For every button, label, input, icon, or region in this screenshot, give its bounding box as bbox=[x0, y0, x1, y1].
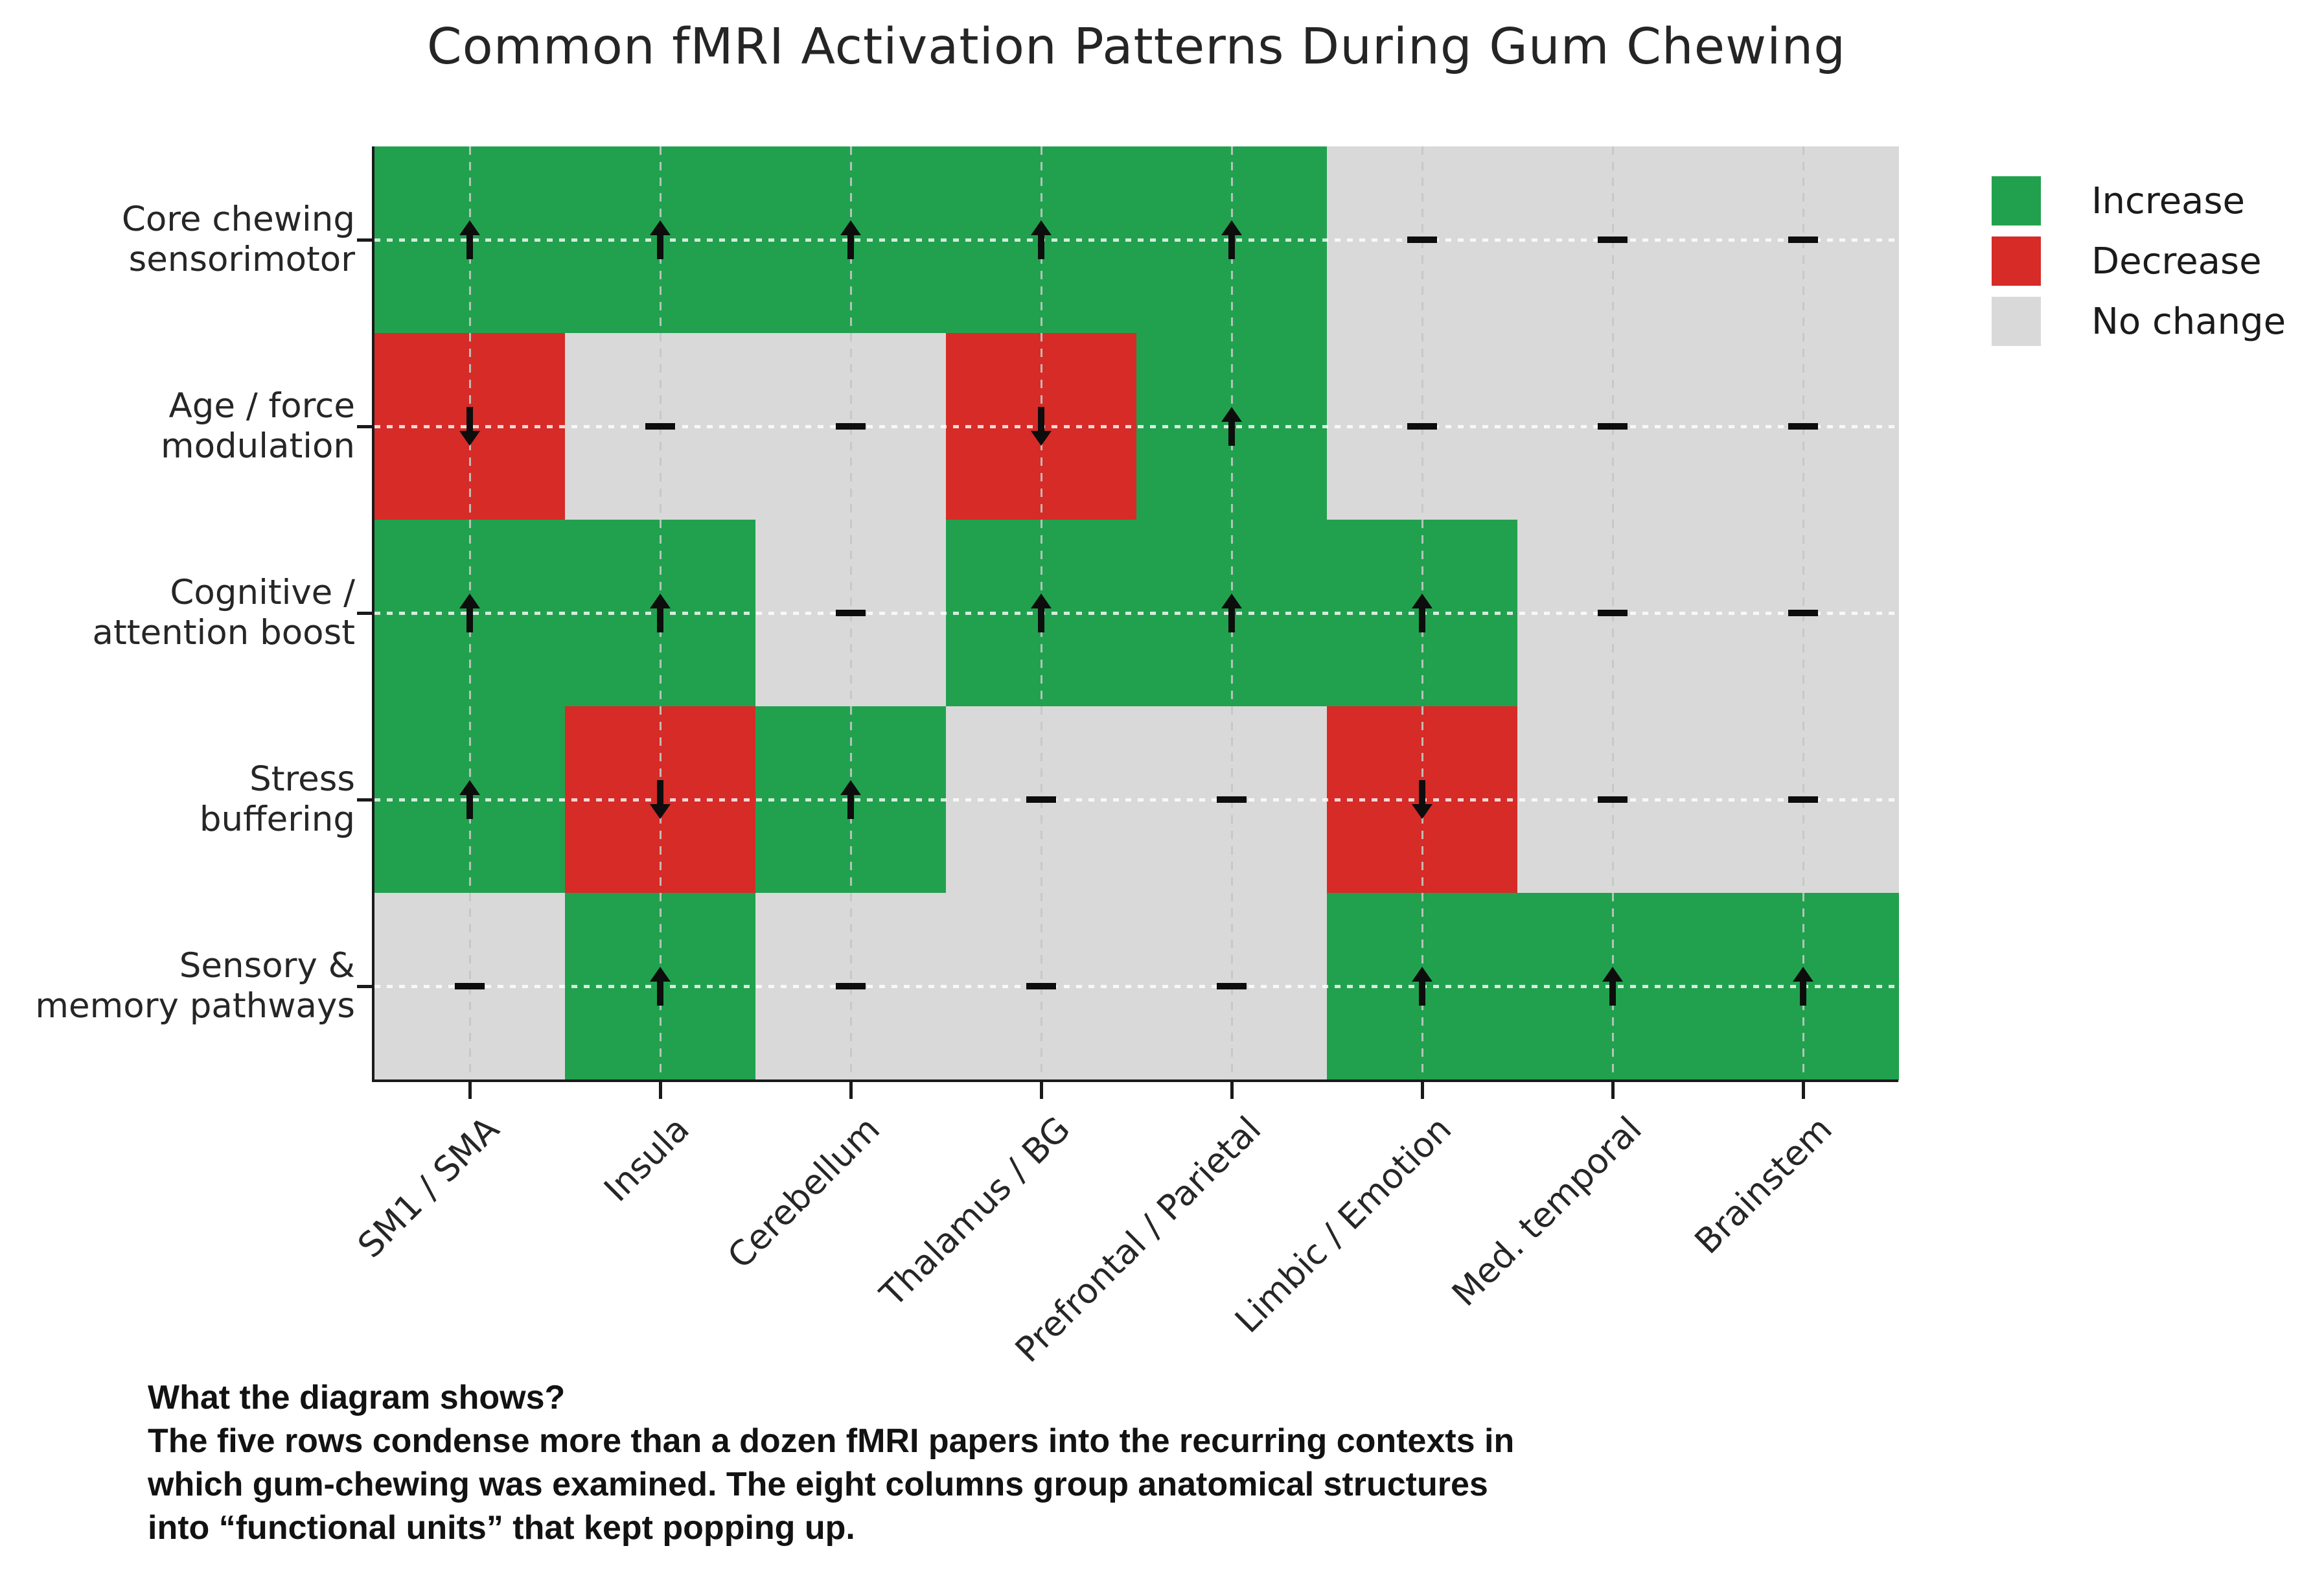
decrease-arrow-icon bbox=[459, 407, 481, 446]
no-change-dash-icon bbox=[1407, 423, 1437, 430]
column-label: Med. temporal bbox=[1445, 1109, 1650, 1314]
increase-arrow-icon bbox=[840, 220, 862, 259]
x-tick bbox=[468, 1082, 472, 1099]
legend-item-no-change: No change bbox=[1992, 297, 2286, 346]
caption-line: into “functional units” that kept poppin… bbox=[148, 1509, 855, 1547]
x-tick bbox=[1230, 1082, 1234, 1099]
y-tick bbox=[357, 798, 374, 802]
gridline-horizontal bbox=[374, 798, 1898, 802]
caption: What the diagram shows? The five rows co… bbox=[148, 1376, 1514, 1550]
column-label: Brainstem bbox=[1687, 1109, 1841, 1262]
increase-arrow-icon bbox=[459, 594, 481, 632]
legend-label: Decrease bbox=[2091, 240, 2262, 283]
no-change-dash-icon bbox=[455, 983, 485, 989]
gridline-horizontal bbox=[374, 238, 1898, 242]
gridline-horizontal bbox=[374, 612, 1898, 615]
no-change-dash-icon bbox=[1026, 983, 1056, 989]
x-tick bbox=[1802, 1082, 1805, 1099]
legend-label: No change bbox=[2091, 300, 2286, 343]
no-change-dash-icon bbox=[1598, 237, 1628, 243]
increase-arrow-icon bbox=[1411, 967, 1433, 1006]
legend-swatch-decrease bbox=[1992, 237, 2041, 286]
no-change-dash-icon bbox=[1788, 610, 1818, 616]
increase-arrow-icon bbox=[459, 220, 481, 259]
y-tick bbox=[357, 425, 374, 428]
increase-arrow-icon bbox=[1411, 594, 1433, 632]
column-label: Limbic / Emotion bbox=[1228, 1109, 1460, 1341]
no-change-dash-icon bbox=[1217, 796, 1247, 803]
column-label: Cerebellum bbox=[720, 1109, 888, 1276]
increase-arrow-icon bbox=[1792, 967, 1814, 1006]
x-tick bbox=[1040, 1082, 1043, 1099]
increase-arrow-icon bbox=[1221, 220, 1243, 259]
legend-swatch-increase bbox=[1992, 176, 2041, 225]
column-label: Thalamus / BG bbox=[873, 1109, 1079, 1315]
decrease-arrow-icon bbox=[1030, 407, 1052, 446]
column-label: SM1 / SMA bbox=[350, 1109, 507, 1266]
y-tick bbox=[357, 985, 374, 988]
increase-arrow-icon bbox=[1221, 407, 1243, 446]
legend-item-decrease: Decrease bbox=[1992, 237, 2286, 286]
no-change-dash-icon bbox=[1788, 423, 1818, 430]
gridline-horizontal bbox=[374, 985, 1898, 988]
no-change-dash-icon bbox=[836, 423, 866, 430]
no-change-dash-icon bbox=[1788, 796, 1818, 803]
x-tick bbox=[1611, 1082, 1615, 1099]
x-axis-spine bbox=[372, 1079, 1898, 1082]
y-tick bbox=[357, 238, 374, 242]
chart-title: Common fMRI Activation Patterns During G… bbox=[426, 18, 1847, 76]
no-change-dash-icon bbox=[1598, 610, 1628, 616]
row-label: Sensory &memory pathways bbox=[35, 946, 355, 1026]
x-tick bbox=[659, 1082, 662, 1099]
x-tick bbox=[1421, 1082, 1424, 1099]
no-change-dash-icon bbox=[1788, 237, 1818, 243]
no-change-dash-icon bbox=[645, 423, 675, 430]
x-tick bbox=[849, 1082, 853, 1099]
increase-arrow-icon bbox=[1030, 594, 1052, 632]
increase-arrow-icon bbox=[1221, 594, 1243, 632]
legend: Increase Decrease No change bbox=[1992, 176, 2286, 357]
column-label: Insula bbox=[597, 1109, 698, 1210]
heatmap-plot bbox=[357, 146, 1899, 1099]
increase-arrow-icon bbox=[1030, 220, 1052, 259]
increase-arrow-icon bbox=[649, 220, 671, 259]
decrease-arrow-icon bbox=[1411, 780, 1433, 819]
column-label: Prefrontal / Parietal bbox=[1007, 1109, 1269, 1370]
caption-heading: What the diagram shows? bbox=[148, 1379, 566, 1416]
no-change-dash-icon bbox=[836, 983, 866, 989]
no-change-dash-icon bbox=[1598, 423, 1628, 430]
increase-arrow-icon bbox=[459, 780, 481, 819]
legend-item-increase: Increase bbox=[1992, 176, 2286, 225]
increase-arrow-icon bbox=[840, 780, 862, 819]
no-change-dash-icon bbox=[836, 610, 866, 616]
increase-arrow-icon bbox=[1602, 967, 1624, 1006]
y-tick bbox=[357, 612, 374, 615]
increase-arrow-icon bbox=[649, 594, 671, 632]
decrease-arrow-icon bbox=[649, 780, 671, 819]
no-change-dash-icon bbox=[1598, 796, 1628, 803]
caption-line: The five rows condense more than a dozen… bbox=[148, 1422, 1515, 1460]
gridline-horizontal bbox=[374, 425, 1898, 428]
legend-swatch-no-change bbox=[1992, 297, 2041, 346]
no-change-dash-icon bbox=[1217, 983, 1247, 989]
row-label: Cognitive /attention boost bbox=[92, 573, 356, 652]
increase-arrow-icon bbox=[649, 967, 671, 1006]
no-change-dash-icon bbox=[1407, 237, 1437, 243]
caption-line: which gum-chewing was examined. The eigh… bbox=[148, 1466, 1488, 1503]
no-change-dash-icon bbox=[1026, 796, 1056, 803]
legend-label: Increase bbox=[2091, 179, 2245, 222]
